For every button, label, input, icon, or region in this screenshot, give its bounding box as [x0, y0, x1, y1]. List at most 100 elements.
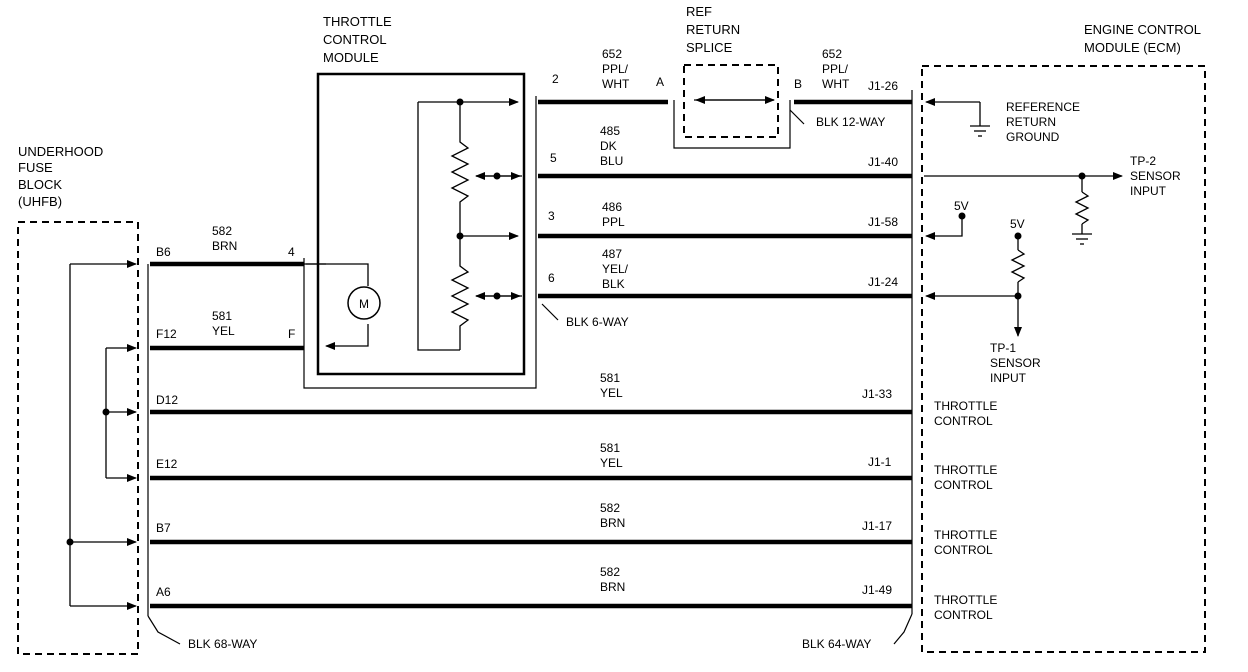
- wiper-dot-b: [493, 292, 501, 300]
- svg-text:485: 485: [600, 124, 620, 138]
- svg-text:PPL/: PPL/: [822, 62, 849, 76]
- svg-text:RETURN: RETURN: [686, 22, 740, 37]
- ecm-node-tp2: [1078, 172, 1086, 180]
- svg-text:BRN: BRN: [600, 516, 625, 530]
- uhfb-pin-b7: B7: [156, 521, 171, 535]
- svg-text:TP-2: TP-2: [1130, 154, 1156, 168]
- svg-text:BRN: BRN: [600, 580, 625, 594]
- svg-text:BRN: BRN: [212, 239, 237, 253]
- tcm-pin-5: 5: [550, 151, 557, 165]
- wiper-dot-upper: [456, 98, 464, 106]
- uhfb-tcm-labels: B6 582 BRN 4 F12 581 YEL F: [156, 224, 295, 341]
- svg-text:PPL/: PPL/: [602, 62, 629, 76]
- ecm-pin-j1-49: J1-49: [862, 583, 892, 597]
- tcm-title: THROTTLE CONTROL MODULE: [323, 14, 392, 65]
- uhfb-box: [17, 221, 139, 655]
- svg-text:SPLICE: SPLICE: [686, 40, 733, 55]
- svg-text:BLOCK: BLOCK: [18, 177, 62, 192]
- splice-pin-a: A: [656, 75, 664, 89]
- uhfb-pin-a6: A6: [156, 585, 171, 599]
- top-wire-labels: 2 652 PPL/ WHT A B 652 PPL/ WHT J1-26 BL…: [548, 47, 898, 329]
- harness-outlines: [147, 90, 913, 645]
- motor-label: M: [359, 297, 369, 311]
- splice-pin-b: B: [794, 77, 802, 91]
- svg-text:CONTROL: CONTROL: [323, 32, 387, 47]
- ecm-pin-j1-33: J1-33: [862, 387, 892, 401]
- ecm-pin-j1-24: J1-24: [868, 275, 898, 289]
- tcm-connector-outline: [303, 96, 537, 389]
- svg-text:581: 581: [212, 309, 232, 323]
- ecm-node-5v-b: [1014, 232, 1022, 240]
- svg-text:UNDERHOOD: UNDERHOOD: [18, 144, 103, 159]
- tcm-pin-3: 3: [548, 209, 555, 223]
- ecm-pin-j1-40: J1-40: [868, 155, 898, 169]
- tcm-pin-4: 4: [288, 245, 295, 259]
- uhfb-pin-e12: E12: [156, 457, 178, 471]
- tcm-internal-circuit: [300, 98, 522, 351]
- svg-text:BLK: BLK: [602, 277, 625, 291]
- uhfb-pin-d12: D12: [156, 393, 178, 407]
- svg-text:581: 581: [600, 371, 620, 385]
- svg-text:CONTROL: CONTROL: [934, 608, 993, 622]
- tcm-pin-6: 6: [548, 271, 555, 285]
- svg-text:REF: REF: [686, 4, 712, 19]
- ref-splice-box: [683, 64, 779, 138]
- svg-text:YEL: YEL: [600, 386, 623, 400]
- tcm-connector-label: BLK 6-WAY: [566, 315, 629, 329]
- tcm-box: [316, 72, 526, 376]
- svg-text:652: 652: [822, 47, 842, 61]
- ecm-5v-label-b: 5V: [1010, 217, 1025, 231]
- ecm-pin-j1-58: J1-58: [868, 215, 898, 229]
- ecm-connector-label: BLK 64-WAY: [802, 637, 871, 651]
- svg-text:WHT: WHT: [602, 77, 630, 91]
- top-wires: [538, 99, 912, 299]
- tcm-pin-2: 2: [552, 72, 559, 86]
- svg-text:REFERENCE: REFERENCE: [1006, 100, 1080, 114]
- ecm-node-tp1: [1014, 292, 1022, 300]
- uhfb-splice-dot-a: [66, 538, 74, 546]
- svg-text:BLU: BLU: [600, 154, 623, 168]
- svg-text:THROTTLE: THROTTLE: [934, 399, 997, 413]
- svg-text:CONTROL: CONTROL: [934, 543, 993, 557]
- svg-text:582: 582: [212, 224, 232, 238]
- svg-text:INPUT: INPUT: [990, 371, 1027, 385]
- svg-text:THROTTLE: THROTTLE: [934, 528, 997, 542]
- svg-text:THROTTLE: THROTTLE: [934, 463, 997, 477]
- ecm-title: ENGINE CONTROL MODULE (ECM): [1084, 22, 1201, 55]
- svg-text:486: 486: [602, 200, 622, 214]
- uhfb-pin-f12: F12: [156, 327, 177, 341]
- svg-text:487: 487: [602, 247, 622, 261]
- long-wire-labels: D12 581 YEL J1-33 THROTTLE CONTROL E12 5…: [156, 371, 997, 651]
- svg-text:PPL: PPL: [602, 215, 625, 229]
- uhfb-connector-label: BLK 68-WAY: [188, 637, 257, 651]
- ecm-5v-label-a: 5V: [954, 199, 969, 213]
- uhfb-tcm-wires: [150, 261, 304, 351]
- svg-text:582: 582: [600, 565, 620, 579]
- svg-text:YEL/: YEL/: [602, 262, 629, 276]
- svg-text:RETURN: RETURN: [1006, 115, 1056, 129]
- svg-text:CONTROL: CONTROL: [934, 414, 993, 428]
- ecm-internal-circuit: [924, 98, 1123, 337]
- ecm-pin-j1-1: J1-1: [868, 455, 892, 469]
- wiper-dot-mid: [456, 232, 464, 240]
- svg-text:DK: DK: [600, 139, 617, 153]
- svg-text:THROTTLE: THROTTLE: [323, 14, 392, 29]
- ecm-pin-j1-17: J1-17: [862, 519, 892, 533]
- svg-text:YEL: YEL: [212, 324, 235, 338]
- svg-text:ENGINE CONTROL: ENGINE CONTROL: [1084, 22, 1201, 37]
- uhfb-splice-dot-b: [102, 408, 110, 416]
- uhfb-title: UNDERHOOD FUSE BLOCK (UHFB): [18, 144, 103, 209]
- svg-text:GROUND: GROUND: [1006, 130, 1060, 144]
- svg-text:CONTROL: CONTROL: [934, 478, 993, 492]
- splice-connector-label: BLK 12-WAY: [816, 115, 885, 129]
- ecm-node-5v-a: [958, 212, 966, 220]
- svg-text:MODULE (ECM): MODULE (ECM): [1084, 40, 1181, 55]
- ecm-pin-j1-26: J1-26: [868, 79, 898, 93]
- svg-text:652: 652: [602, 47, 622, 61]
- svg-text:INPUT: INPUT: [1130, 184, 1167, 198]
- long-wires: [150, 409, 912, 609]
- wiper-dot-a: [493, 172, 501, 180]
- ecm-box: [921, 65, 1206, 653]
- svg-text:WHT: WHT: [822, 77, 850, 91]
- uhfb-pin-b6: B6: [156, 245, 171, 259]
